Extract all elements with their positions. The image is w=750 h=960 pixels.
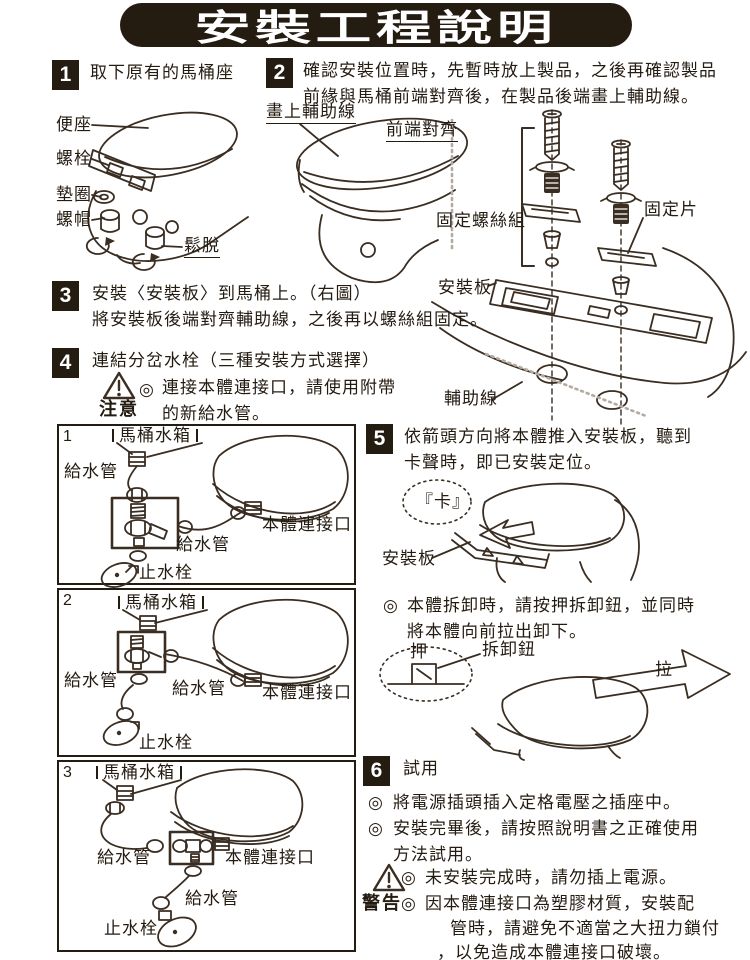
label-fixing-screw-set: 固定螺絲組 xyxy=(436,211,526,230)
option2-body-port: 本體連接口 xyxy=(262,683,352,702)
option1-tank-label: 馬桶水箱 xyxy=(112,426,198,446)
option3-body-port: 本體連接口 xyxy=(225,848,315,867)
step1-number: 1 xyxy=(52,60,79,90)
option3-stop-valve: 止水栓 xyxy=(104,919,158,938)
label-draw-aux-line: 畫上輔助線 xyxy=(266,102,356,124)
step2-number: 2 xyxy=(266,58,293,88)
trial-text-2-line1: 安裝完畢後，請按照說明書之正確使用 xyxy=(393,819,699,838)
warning-text-2-line3: ，以免造成本體連接口破壞。 xyxy=(437,943,671,960)
warning-bullet-1: ◎ xyxy=(401,868,417,887)
tick-icon xyxy=(202,596,204,610)
option1-body-port: 本體連接口 xyxy=(262,515,352,534)
option2-supply-b: 給水管 xyxy=(172,679,226,698)
page-title: 安裝工程說明 xyxy=(120,3,632,48)
step4-number: 4 xyxy=(52,348,79,378)
option1-tank-text: 馬桶水箱 xyxy=(119,426,191,445)
option2-tank-label: 馬桶水箱 xyxy=(118,593,204,613)
tick-icon xyxy=(96,766,98,780)
caution-bullet: ◎ xyxy=(139,380,155,399)
push-into-plate-illustration xyxy=(402,479,640,583)
label-fixing-piece: 固定片 xyxy=(644,200,698,219)
option3-supply-b: 給水管 xyxy=(185,889,239,908)
pull-label: 拉 xyxy=(655,660,673,679)
step2-text-line2: 前緣與馬桶前端對齊後，在製品後端畫上輔助線。 xyxy=(303,87,699,106)
option1-stop-valve: 止水栓 xyxy=(139,563,193,582)
option2-tank-text: 馬桶水箱 xyxy=(125,593,197,612)
detach-text-line2: 將本體向前拉出卸下。 xyxy=(407,622,587,641)
detach-button-label: 拆卸鈕 xyxy=(482,640,536,659)
option3-supply-a: 給水管 xyxy=(97,848,151,867)
caution-text-line1: 連接本體連接口，請使用附帶 xyxy=(162,378,396,397)
step5-text-line2: 卡聲時，即已安裝定位。 xyxy=(404,453,602,472)
step3-text-line1: 安裝〈安裝板〉到馬桶上。（右圖） xyxy=(92,284,372,303)
label-nut: 螺帽 xyxy=(56,210,92,229)
option3-number: 3 xyxy=(63,764,72,781)
step6-number: 6 xyxy=(363,756,390,786)
step3-text-line2: 將安裝板後端對齊輔助線，之後再以螺絲組固定。 xyxy=(92,310,488,329)
label-aux-line: 輔助線 xyxy=(444,389,498,408)
label-bolt: 螺栓 xyxy=(56,149,92,168)
step3-number: 3 xyxy=(52,281,79,311)
caution-triangle-icon xyxy=(102,371,136,400)
option2-supply-a: 給水管 xyxy=(64,671,118,690)
option3-illustration xyxy=(100,768,304,948)
label-washer: 墊圈 xyxy=(56,185,92,204)
click-sound-label: 『卡』 xyxy=(416,492,470,511)
caution-label: 注意 xyxy=(99,399,139,419)
warning-bullet-2: ◎ xyxy=(401,894,417,913)
trial-text-2-line2: 方法試用。 xyxy=(393,845,483,864)
option2-stop-valve: 止水栓 xyxy=(139,733,193,752)
option3-tank-text: 馬桶水箱 xyxy=(103,763,175,782)
mounting-plate-screws-illustration xyxy=(431,109,747,425)
option1-number: 1 xyxy=(63,428,72,445)
warning-text-1: 未安裝完成時，請勿插上電源。 xyxy=(425,868,677,887)
step5-number: 5 xyxy=(366,424,393,454)
detach-illustration xyxy=(379,646,731,761)
push-label: 押 xyxy=(410,642,428,661)
option1-box xyxy=(57,424,356,585)
trial-text-1: 將電源插頭插入定格電壓之插座中。 xyxy=(393,793,681,812)
warning-text-2-line1: 因本體連接口為塑膠材質，安裝配 xyxy=(425,894,695,913)
option1-supply-a: 給水管 xyxy=(64,462,118,481)
detach-bullet: ◎ xyxy=(383,596,399,615)
trial-bullet-1: ◎ xyxy=(368,793,384,812)
step6-text: 試用 xyxy=(403,759,439,778)
step5-text-line1: 依箭頭方向將本體推入安裝板，聽到 xyxy=(404,427,692,446)
option1-illustration xyxy=(100,434,349,588)
step5-plate-label: 安裝板 xyxy=(382,549,436,568)
warning-text-2-line2: 管時，請避免不適當之大扭力鎖付 xyxy=(450,919,720,938)
step4-text: 連結分岔水栓（三種安裝方式選擇） xyxy=(92,351,380,370)
option3-box xyxy=(57,760,356,952)
tick-icon xyxy=(112,429,114,443)
step2-text-line1: 確認安裝位置時，先暫時放上製品，之後再確認製品 xyxy=(303,61,717,80)
page-title-text: 安裝工程說明 xyxy=(194,7,558,48)
tick-icon xyxy=(196,429,198,443)
caution-text-line2: 的新給水管。 xyxy=(162,404,270,423)
remove-old-seat-illustration xyxy=(85,111,249,271)
tick-icon xyxy=(180,766,182,780)
detach-text-line1: 本體拆卸時，請按押拆卸鈕，並同時 xyxy=(407,596,695,615)
label-seat: 便座 xyxy=(56,115,92,134)
label-mounting-plate: 安裝板 xyxy=(438,278,492,297)
option2-number: 2 xyxy=(63,592,72,609)
option2-illustration xyxy=(102,598,349,746)
label-loosen: 鬆脫 xyxy=(184,236,220,258)
align-front-illustration xyxy=(296,117,468,284)
option3-tank-label: 馬桶水箱 xyxy=(96,763,182,783)
step1-text: 取下原有的馬桶座 xyxy=(90,63,234,82)
warning-label: 警告 xyxy=(362,893,402,913)
warning-triangle-icon xyxy=(372,863,406,892)
tick-icon xyxy=(118,596,120,610)
label-front-align: 前端對齊 xyxy=(386,120,458,142)
trial-bullet-2: ◎ xyxy=(368,819,384,838)
option1-supply-b: 給水管 xyxy=(176,535,230,554)
